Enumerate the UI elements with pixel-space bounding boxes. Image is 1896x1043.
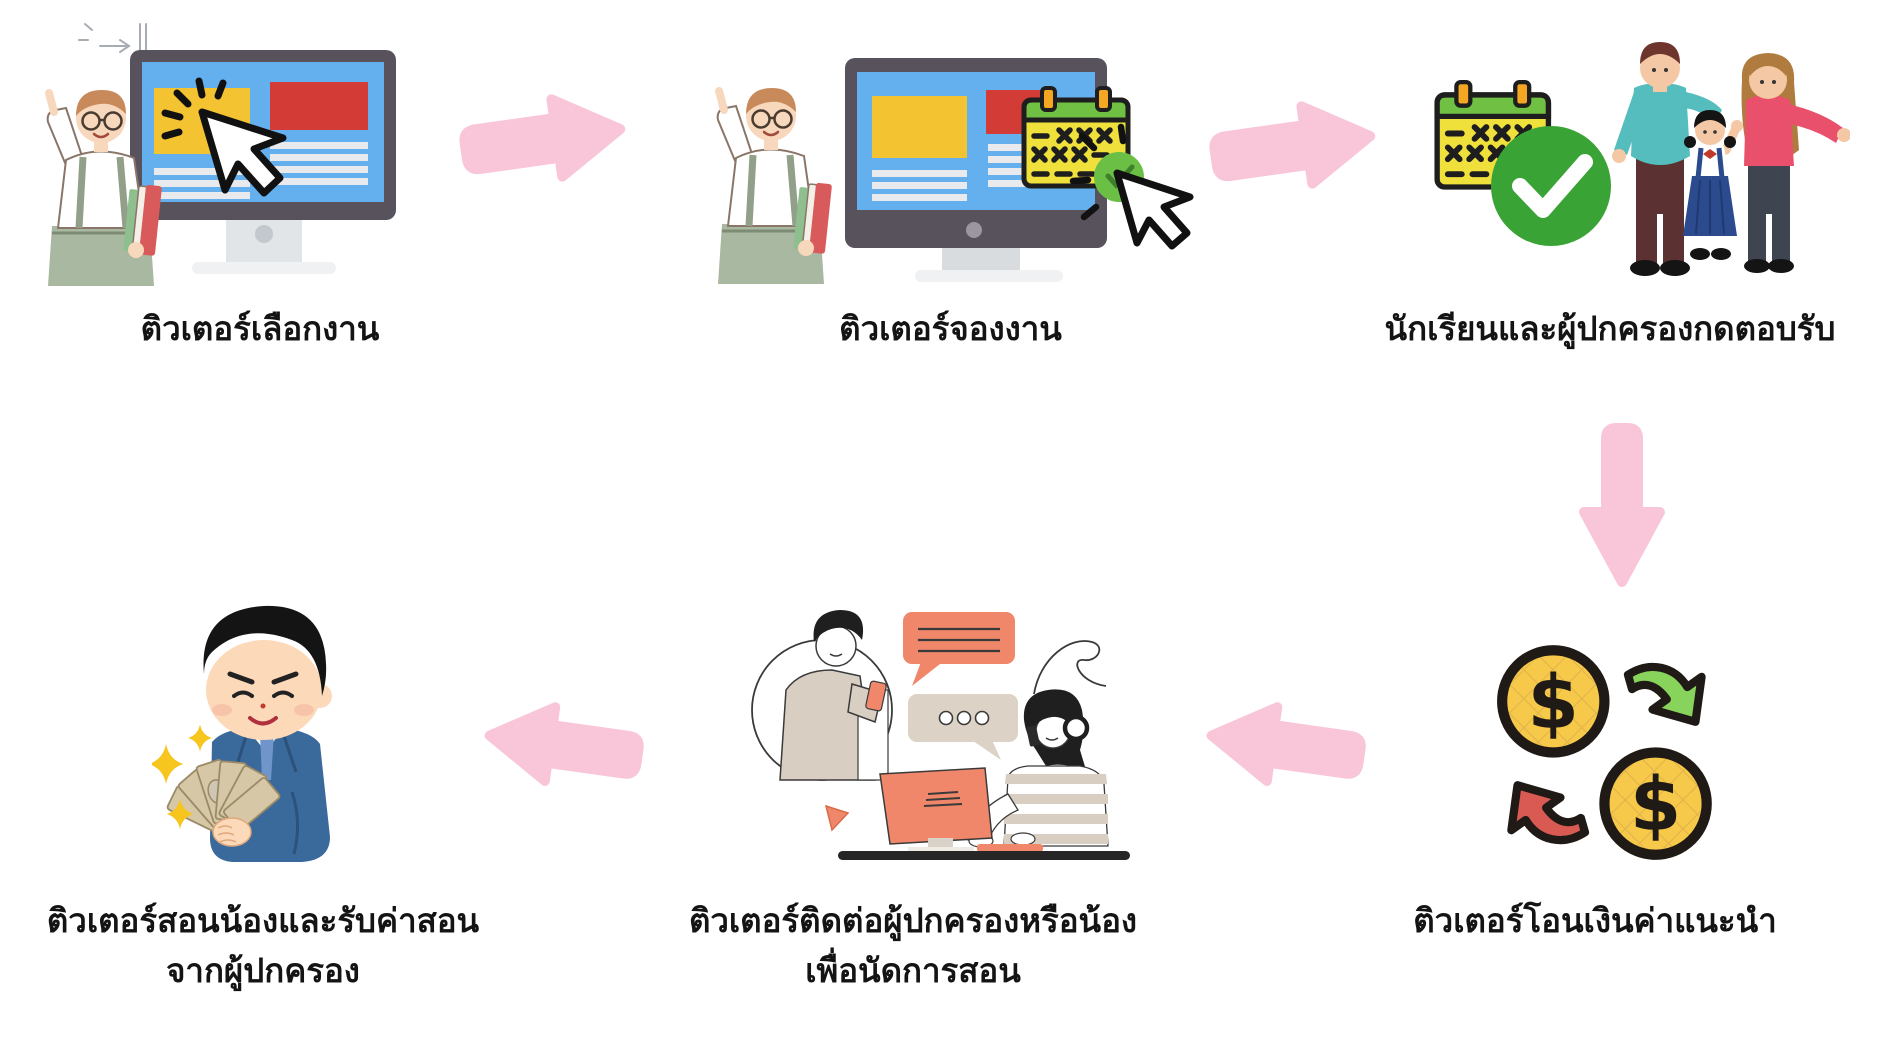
speech-bubble-icon <box>903 612 1015 686</box>
banknotes-fan-icon <box>166 758 281 847</box>
cursor-triangle-icon <box>824 804 850 832</box>
step5-label-line2: เพื่อนัดการสอน <box>805 950 1021 990</box>
step5-label: ติวเตอร์ติดต่อผู้ปกครองหรือน้อง เพื่อนัด… <box>688 896 1138 995</box>
cursor-icon <box>161 77 287 197</box>
step3-label: นักเรียนและผู้ปกครองกดตอบรับ <box>1330 304 1890 354</box>
transfer-green-arrow-icon <box>1623 662 1706 726</box>
headset-agent-illustration <box>967 689 1109 848</box>
money-man-illustration <box>152 605 332 862</box>
typing-bubble-icon <box>908 694 1018 760</box>
svg-text:$: $ <box>1630 763 1681 848</box>
flow-arrow-left-1 <box>1195 681 1376 811</box>
step4-label-text: ติวเตอร์โอนเงินค่าแนะนำ <box>1413 901 1777 940</box>
flow-arrow-down <box>1572 420 1672 592</box>
step4-label: ติวเตอร์โอนเงินค่าแนะนำ <box>1370 896 1820 946</box>
step5-label-line1: ติวเตอร์ติดต่อผู้ปกครองหรือน้อง <box>688 901 1138 940</box>
step3-label-text: นักเรียนและผู้ปกครองกดตอบรับ <box>1384 309 1836 348</box>
step1-label: ติวเตอร์เลือกงาน <box>40 304 480 354</box>
step3-accept-illustration <box>1430 28 1850 293</box>
step2-label: ติวเตอร์จองงาน <box>728 304 1173 354</box>
desk-surface <box>838 851 1130 860</box>
step2-tutor-book-job-illustration <box>690 16 1260 301</box>
flow-arrow-right-2 <box>1198 80 1387 213</box>
dollar-coin-icon: $ <box>1497 645 1610 758</box>
step1-tutor-choose-job-illustration <box>30 16 430 301</box>
squiggle-doodle <box>1033 640 1107 695</box>
step6-money-man-illustration <box>152 592 452 892</box>
transfer-red-arrow-icon <box>1507 781 1590 845</box>
step4-transfer-illustration: $ $ <box>1495 640 1720 865</box>
step5-contact-illustration <box>740 598 1160 888</box>
computer-monitor-icon <box>879 767 993 853</box>
svg-text:$: $ <box>1528 661 1579 746</box>
flow-arrow-right-1 <box>448 73 637 206</box>
step6-label: ติวเตอร์สอนน้องและรับค่าสอน จากผู้ปกครอง <box>38 896 488 995</box>
step1-label-text: ติวเตอร์เลือกงาน <box>140 309 380 348</box>
step6-label-line2: จากผู้ปกครอง <box>166 950 360 990</box>
family-illustration <box>1612 42 1850 276</box>
flow-arrow-left-2 <box>473 681 654 811</box>
check-icon <box>1491 126 1611 246</box>
keyboard-icon <box>977 844 1043 852</box>
dollar-coin-icon: $ <box>1599 747 1712 860</box>
cursor-icon <box>1069 123 1194 250</box>
step2-label-text: ติวเตอร์จองงาน <box>839 309 1062 348</box>
step6-label-line1: ติวเตอร์สอนน้องและรับค่าสอน <box>46 901 480 940</box>
man-on-phone-illustration <box>779 610 889 781</box>
tutor-illustration <box>718 88 832 284</box>
